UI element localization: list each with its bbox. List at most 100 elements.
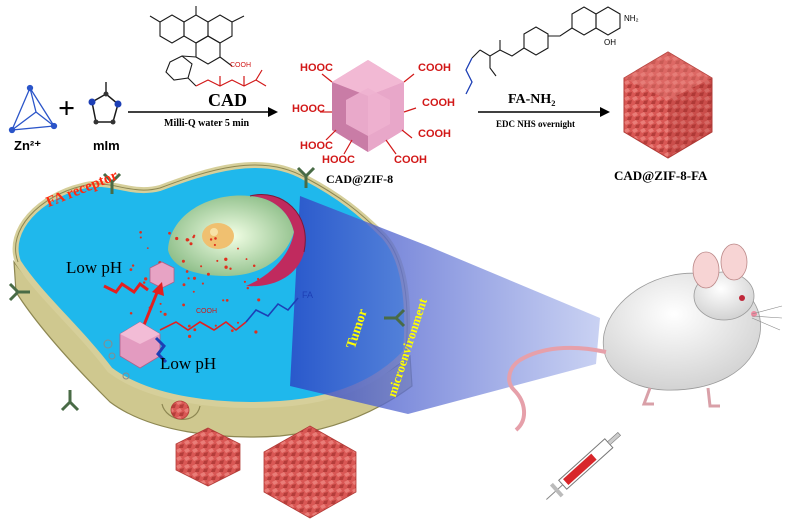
cooh-tag: HOOC xyxy=(300,62,333,74)
bottom-nanoparticle-large xyxy=(263,425,357,519)
drug-dot xyxy=(159,310,162,313)
fa-amine-tail xyxy=(465,57,473,95)
drug-dot xyxy=(230,329,234,332)
drug-dot xyxy=(200,265,203,268)
drug-dot xyxy=(229,267,232,270)
drug-dot xyxy=(159,302,162,305)
low-ph-label-1: Low pH xyxy=(66,258,123,277)
step1-condition: Milli-Q water 5 min xyxy=(164,118,250,129)
drug-dot xyxy=(254,330,258,334)
drug-dot xyxy=(209,238,213,241)
cooh-tag: COOH xyxy=(422,97,455,109)
drug-dot xyxy=(139,236,142,239)
drug-dot xyxy=(257,277,260,281)
zn-tetrahedron xyxy=(8,84,58,134)
drug-dot xyxy=(182,303,186,307)
cad-structure xyxy=(149,6,245,87)
drug-dot xyxy=(222,299,225,302)
cell-linker-blue xyxy=(245,297,299,323)
step2-condition: EDC NHS overnight xyxy=(496,119,576,129)
drug-dot xyxy=(187,277,190,280)
cooh-tag: COOH xyxy=(418,62,451,74)
drug-dot xyxy=(216,259,219,262)
drug-dot xyxy=(246,286,250,290)
tumor-beam xyxy=(290,196,600,414)
drug-dot xyxy=(214,237,217,240)
product-nanoparticle xyxy=(623,51,713,159)
fa-nh2-label: FA-NH₂ xyxy=(508,92,556,107)
drug-dot xyxy=(139,230,142,234)
drug-dot xyxy=(252,264,256,267)
cooh-tag: COOH xyxy=(418,128,451,140)
drug-dot xyxy=(192,290,195,293)
drug-dot xyxy=(131,264,135,267)
reaction-arrow-2 xyxy=(478,107,610,117)
nucleus xyxy=(168,194,306,287)
drug-dot xyxy=(243,280,246,283)
drug-dot xyxy=(201,282,204,285)
drug-dot xyxy=(144,277,148,281)
drug-dot xyxy=(185,270,189,273)
drug-dot xyxy=(224,265,228,269)
drug-dot xyxy=(213,243,216,247)
drug-dot xyxy=(257,298,261,302)
fa-nh2-amine: NH₂ xyxy=(624,14,639,23)
drug-dot xyxy=(181,259,185,263)
drug-dot xyxy=(163,312,167,316)
drug-dot xyxy=(129,311,133,315)
drug-dot xyxy=(193,328,197,332)
plus-sign: + xyxy=(58,92,76,125)
cooh-tag: HOOC xyxy=(322,154,355,166)
cad-cooh: COOH xyxy=(230,62,251,69)
drug-dot xyxy=(206,272,210,276)
mim-ring xyxy=(88,82,122,125)
drug-dot xyxy=(175,236,179,241)
zn-label: Zn²⁺ xyxy=(14,138,42,153)
cad-zif8-label: CAD@ZIF-8 xyxy=(326,172,394,186)
release-arrow xyxy=(140,289,160,331)
cooh-tag: COOH xyxy=(394,154,427,166)
product-label: CAD@ZIF-8-FA xyxy=(614,168,708,183)
fa-receptors xyxy=(8,166,406,412)
release-arrow-head xyxy=(152,282,164,296)
cell-zif-particle xyxy=(119,321,161,369)
small-cooh-marks xyxy=(103,339,130,380)
drug-dot xyxy=(187,324,191,328)
drug-dot xyxy=(236,321,240,324)
drug-dot xyxy=(192,276,197,280)
cell-linker-red xyxy=(159,321,247,332)
cad-linker xyxy=(195,69,267,87)
drug-dot xyxy=(182,283,186,287)
fa-structure xyxy=(471,6,621,77)
drug-dot xyxy=(237,247,239,250)
drug-dot xyxy=(225,299,229,302)
mim-label: mIm xyxy=(93,138,120,153)
released-particle xyxy=(149,261,175,289)
syringe xyxy=(546,431,621,500)
entering-particle xyxy=(170,400,190,420)
linker-cooh: COOH xyxy=(196,308,217,315)
drug-dot xyxy=(214,324,217,327)
mouse xyxy=(507,243,783,432)
drug-dot xyxy=(224,257,228,261)
cooh-tag: HOOC xyxy=(292,103,325,115)
drug-dot xyxy=(192,235,195,239)
cooh-tag: HOOC xyxy=(300,140,333,152)
drug-release-chain xyxy=(103,281,149,295)
bottom-nanoparticle-small xyxy=(175,427,241,487)
low-ph-label-2: Low pH xyxy=(160,354,217,373)
drug-dot xyxy=(187,334,192,339)
drug-dot xyxy=(185,238,189,242)
drug-dot xyxy=(146,247,149,250)
reaction-arrow-1 xyxy=(128,107,278,117)
drug-dot xyxy=(189,242,193,246)
drug-dot xyxy=(168,231,171,235)
drug-dot xyxy=(142,281,146,284)
drug-dot xyxy=(129,268,133,271)
fa-oh: OH xyxy=(604,38,616,47)
drug-dot xyxy=(245,258,248,261)
zif8-crystal xyxy=(320,60,417,155)
cad-label: CAD xyxy=(208,90,247,110)
linker-fa: FA xyxy=(302,290,314,300)
